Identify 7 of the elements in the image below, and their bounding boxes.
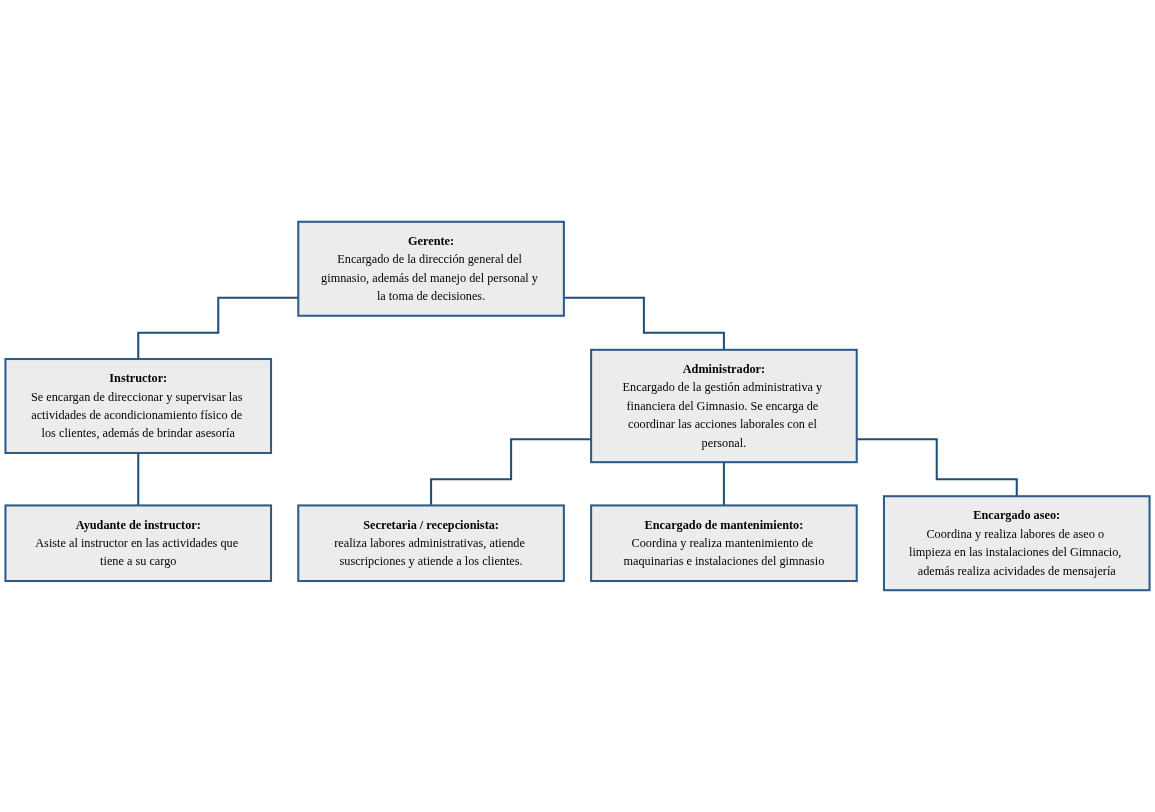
node-box: Gerente: Encargado de la dirección general del gimnasio, además del manejo del personal y la toma de decisiones. bbox=[297, 220, 565, 317]
node-box: Secretaria / recepcionista: realiza labores administrativas, atiende suscripciones y atiende a los clientes. bbox=[297, 504, 565, 583]
node-box: Encargado aseo: Coordina y realiza labores de aseo o limpieza en las instalaciones del Gimnacio, además realiza acividades de mensajería bbox=[882, 495, 1151, 592]
node-box: Encargado de mantenimiento: Coordina y realiza mantenimiento de maquinarias e instalaciones del gimnasio bbox=[590, 504, 858, 583]
node-box: Administrador: Encargado de la gestión administrativa y financiera del Gimnasio. Se encarga de coordinar las acciones laborales con el personal. bbox=[590, 348, 858, 464]
node-box: Instructor: Se encargan de direccionar y supervisar las actividades de acondicionamiento físico de los clientes, además de brindar asesoría bbox=[4, 358, 273, 454]
node-box: Ayudante de instructor: Asiste al instructor en las actividades que tiene a su cargo bbox=[4, 504, 273, 583]
